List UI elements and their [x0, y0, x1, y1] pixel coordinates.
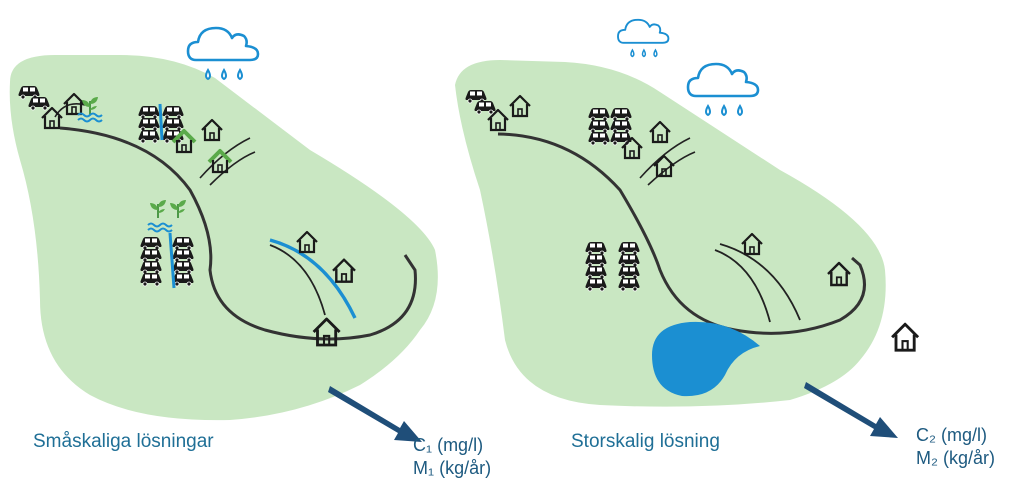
right-road-low2 — [719, 243, 801, 321]
right-road-mid — [639, 137, 691, 179]
rain-cloud-icon — [617, 18, 670, 58]
left-panel-label: Småskaliga lösningar — [33, 431, 214, 452]
left-load: M₁ (kg/år) — [413, 458, 492, 478]
parking-lot-lower — [140, 232, 194, 289]
rain-cloud-icon — [686, 62, 760, 117]
right-catchment — [455, 60, 920, 407]
left-land-area — [9, 55, 438, 421]
left-road-low — [269, 244, 326, 316]
left-stream — [59, 126, 417, 341]
left-road-mid2 — [209, 151, 256, 186]
stormwater-pond — [652, 321, 760, 397]
right-panel-label: Storskalig lösning — [571, 431, 720, 452]
outflow-arrow-icon — [328, 386, 422, 442]
right-road-low — [714, 249, 771, 323]
right-concentration: C₂ (mg/l) — [916, 425, 987, 445]
outflow-arrow-icon — [804, 382, 898, 438]
house-icon — [890, 322, 920, 352]
right-load: M₂ (kg/år) — [916, 448, 995, 468]
left-road-low-blue — [269, 238, 357, 319]
left-catchment — [9, 55, 438, 421]
right-stream — [497, 132, 866, 335]
parking-lot-upper — [138, 103, 184, 144]
left-concentration: C₁ (mg/l) — [413, 435, 484, 455]
